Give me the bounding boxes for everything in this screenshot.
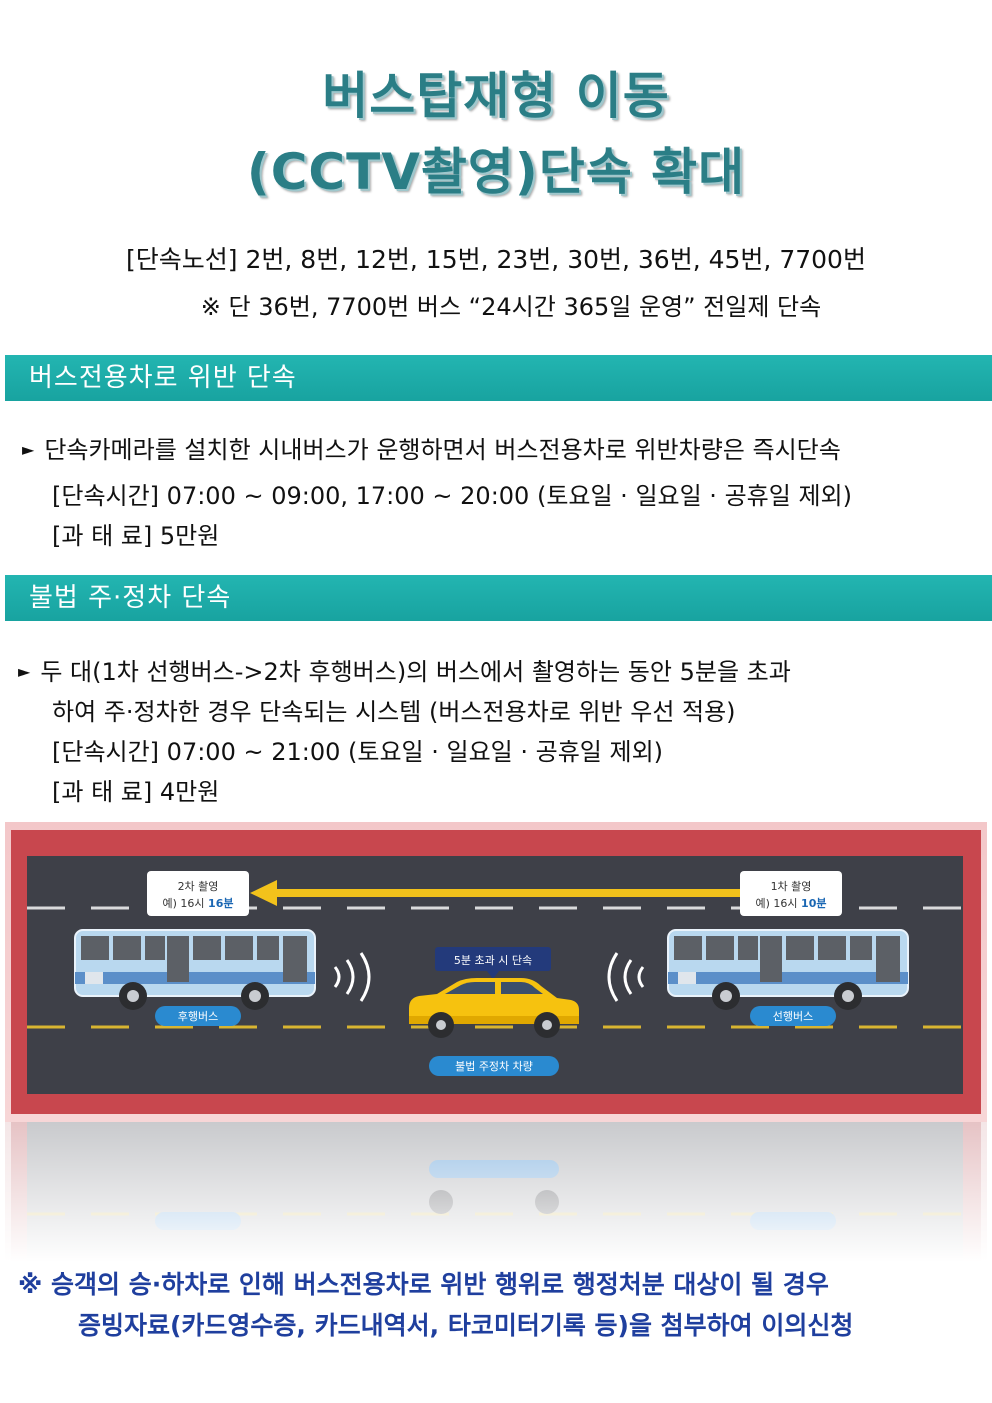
car-label: 불법 주정차 차량 bbox=[429, 1056, 559, 1076]
lead-bus-label-text: 선행버스 bbox=[773, 1010, 813, 1023]
signal-waves-left-icon bbox=[333, 952, 371, 1002]
second-shot-time-line: 예) 16시 16분 bbox=[163, 897, 234, 910]
bus-lane-description: ► 단속카메라를 설치한 시내버스가 운행하면서 버스전용차로 위반차량은 즉시단… bbox=[22, 430, 841, 465]
section-heading-bus-lane: 버스전용차로 위반 단속 bbox=[5, 355, 992, 401]
first-shot-box: 1차 촬영 예) 16시 10분 bbox=[740, 871, 842, 916]
page-title-line-2: (CCTV촬영)단속 확대 bbox=[246, 143, 746, 201]
enforcement-routes: [단속노선] 2번, 8번, 12번, 15번, 23번, 30번, 36번, … bbox=[126, 245, 866, 274]
illustration-reflection bbox=[5, 1122, 987, 1262]
objection-note-line-1: ※ 승객의 승·하차로 인해 버스전용차로 위반 행위로 행정처분 대상이 될 … bbox=[18, 1270, 829, 1299]
triangle-right-icon: ► bbox=[18, 662, 31, 681]
first-shot-title: 1차 촬영 bbox=[771, 880, 812, 893]
parking-description-line-2: 하여 주·정차한 경우 단속되는 시스템 (버스전용차로 위반 우선 적용) bbox=[52, 698, 736, 726]
first-shot-time-line: 예) 16시 10분 bbox=[756, 897, 827, 910]
objection-note-line-2: 증빙자료(카드영수증, 카드내역서, 타코미터기록 등)을 첨부하여 이의신청 bbox=[78, 1311, 854, 1340]
direction-arrow-head bbox=[250, 880, 277, 906]
page-title-line-1: 버스탑재형 이동 bbox=[322, 67, 670, 125]
lead-bus-label: 선행버스 bbox=[750, 1006, 836, 1026]
enforcement-illustration: 2차 촬영 예) 16시 16분 1차 촬영 예) 16시 10분 bbox=[5, 822, 987, 1122]
parking-description-text: 두 대(1차 선행버스->2차 후행버스)의 버스에서 촬영하는 동안 5분을 … bbox=[40, 658, 791, 686]
rear-bus-icon bbox=[74, 929, 316, 1010]
rear-bus-label: 후행버스 bbox=[155, 1006, 241, 1026]
signal-waves-right-icon bbox=[607, 952, 645, 1002]
callout-box: 5분 초과 시 단속 bbox=[435, 947, 551, 979]
lead-bus-icon bbox=[667, 929, 909, 1010]
callout-text: 5분 초과 시 단속 bbox=[454, 954, 532, 967]
car-label-text: 불법 주정차 차량 bbox=[455, 1060, 533, 1073]
car-icon bbox=[409, 978, 579, 1038]
rear-bus-label-text: 후행버스 bbox=[178, 1010, 218, 1023]
bus-lane-description-text: 단속카메라를 설치한 시내버스가 운행하면서 버스전용차로 위반차량은 즉시단속 bbox=[44, 436, 841, 464]
second-shot-title: 2차 촬영 bbox=[178, 880, 219, 893]
bus-lane-hours: [단속시간] 07:00 ~ 09:00, 17:00 ~ 20:00 (토요일… bbox=[52, 482, 852, 510]
section-heading-illegal-parking: 불법 주·정차 단속 bbox=[5, 575, 992, 621]
parking-hours: [단속시간] 07:00 ~ 21:00 (토요일 · 일요일 · 공휴일 제외… bbox=[52, 738, 664, 766]
parking-fine: [과 태 료] 4만원 bbox=[52, 778, 220, 806]
second-shot-box: 2차 촬영 예) 16시 16분 bbox=[147, 871, 249, 916]
triangle-right-icon: ► bbox=[22, 440, 35, 459]
parking-description-line-1: ► 두 대(1차 선행버스->2차 후행버스)의 버스에서 촬영하는 동안 5분을… bbox=[18, 652, 791, 687]
bus-lane-fine: [과 태 료] 5만원 bbox=[52, 522, 220, 550]
fulltime-routes-note: ※ 단 36번, 7700번 버스 “24시간 365일 운영” 전일제 단속 bbox=[200, 293, 822, 321]
